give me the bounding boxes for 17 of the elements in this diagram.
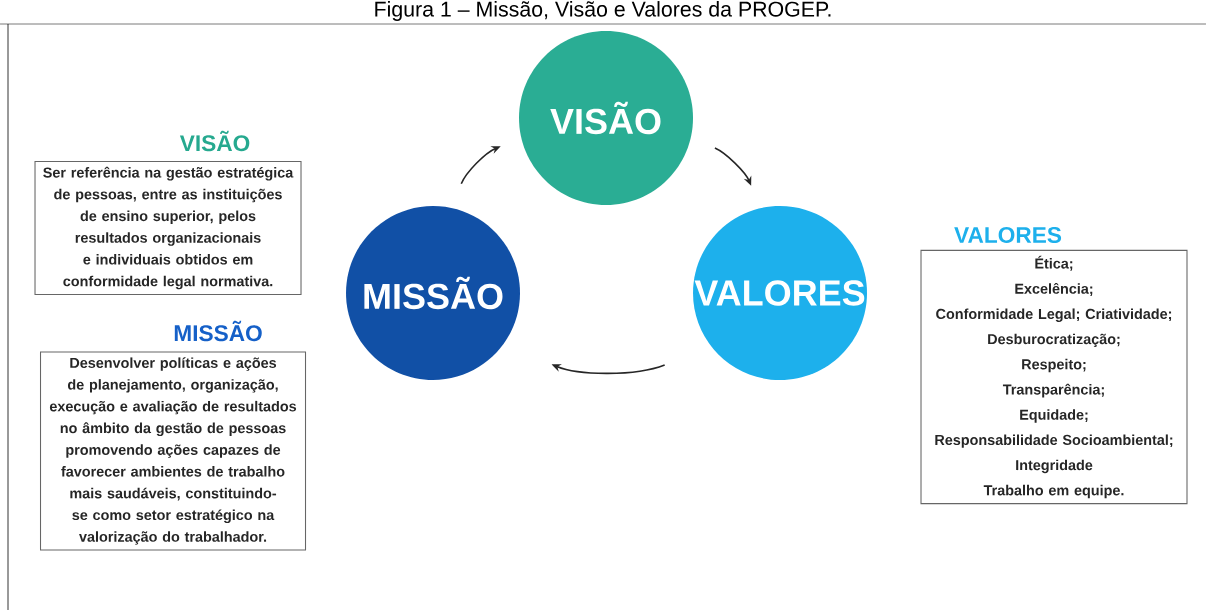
node-label: Trabalho em equipe. — [983, 484, 1124, 499]
node-label: Conformidade Legal; Criatividade; — [936, 308, 1172, 322]
text-box: Ética; Excelência; Conformidade Legal; Criatividade; Desburocratização; Respeito; Transparência; Equidade; Responsabilidade Socioambiental; Integridade Trabalho em equipe. — [920, 249, 1188, 505]
node-label: Transparência; — [1002, 383, 1104, 398]
node-label: Equidade; — [1020, 409, 1088, 423]
node-label: Ética; — [1035, 255, 1073, 271]
figure-title: Figura 1 – Missão, Visão e Valores da PROGEP. — [375, 1, 831, 21]
node-label: Integridade — [1016, 459, 1093, 474]
node-label: Respeito; — [1022, 358, 1086, 373]
heading: MISSÃO — [174, 320, 262, 342]
text-box: Desenvolver políticas e ações de planejamento, organização, execução e avaliação de resultados no âmbito da gestão de pessoas promovendo ações capazes de favorecer ambientes de trabalho mais saudáveis, constituindo-se como setor estratégico na valorização do trabalhador. — [39, 351, 307, 551]
heading: VALORES — [954, 226, 1062, 244]
text-box: Ser referência na gestão estratégica de pessoas, entre as instituições de ensino superior, pelos resultados organizacionais e individuais obtidos em conformidade legal normativa. — [34, 160, 302, 296]
node-label: Excelência; — [1015, 282, 1093, 296]
node-label: Responsabilidade Socioambiental; — [935, 434, 1173, 448]
node-label: Desburocratização; — [988, 333, 1120, 348]
heading: VISÃO — [179, 130, 250, 152]
